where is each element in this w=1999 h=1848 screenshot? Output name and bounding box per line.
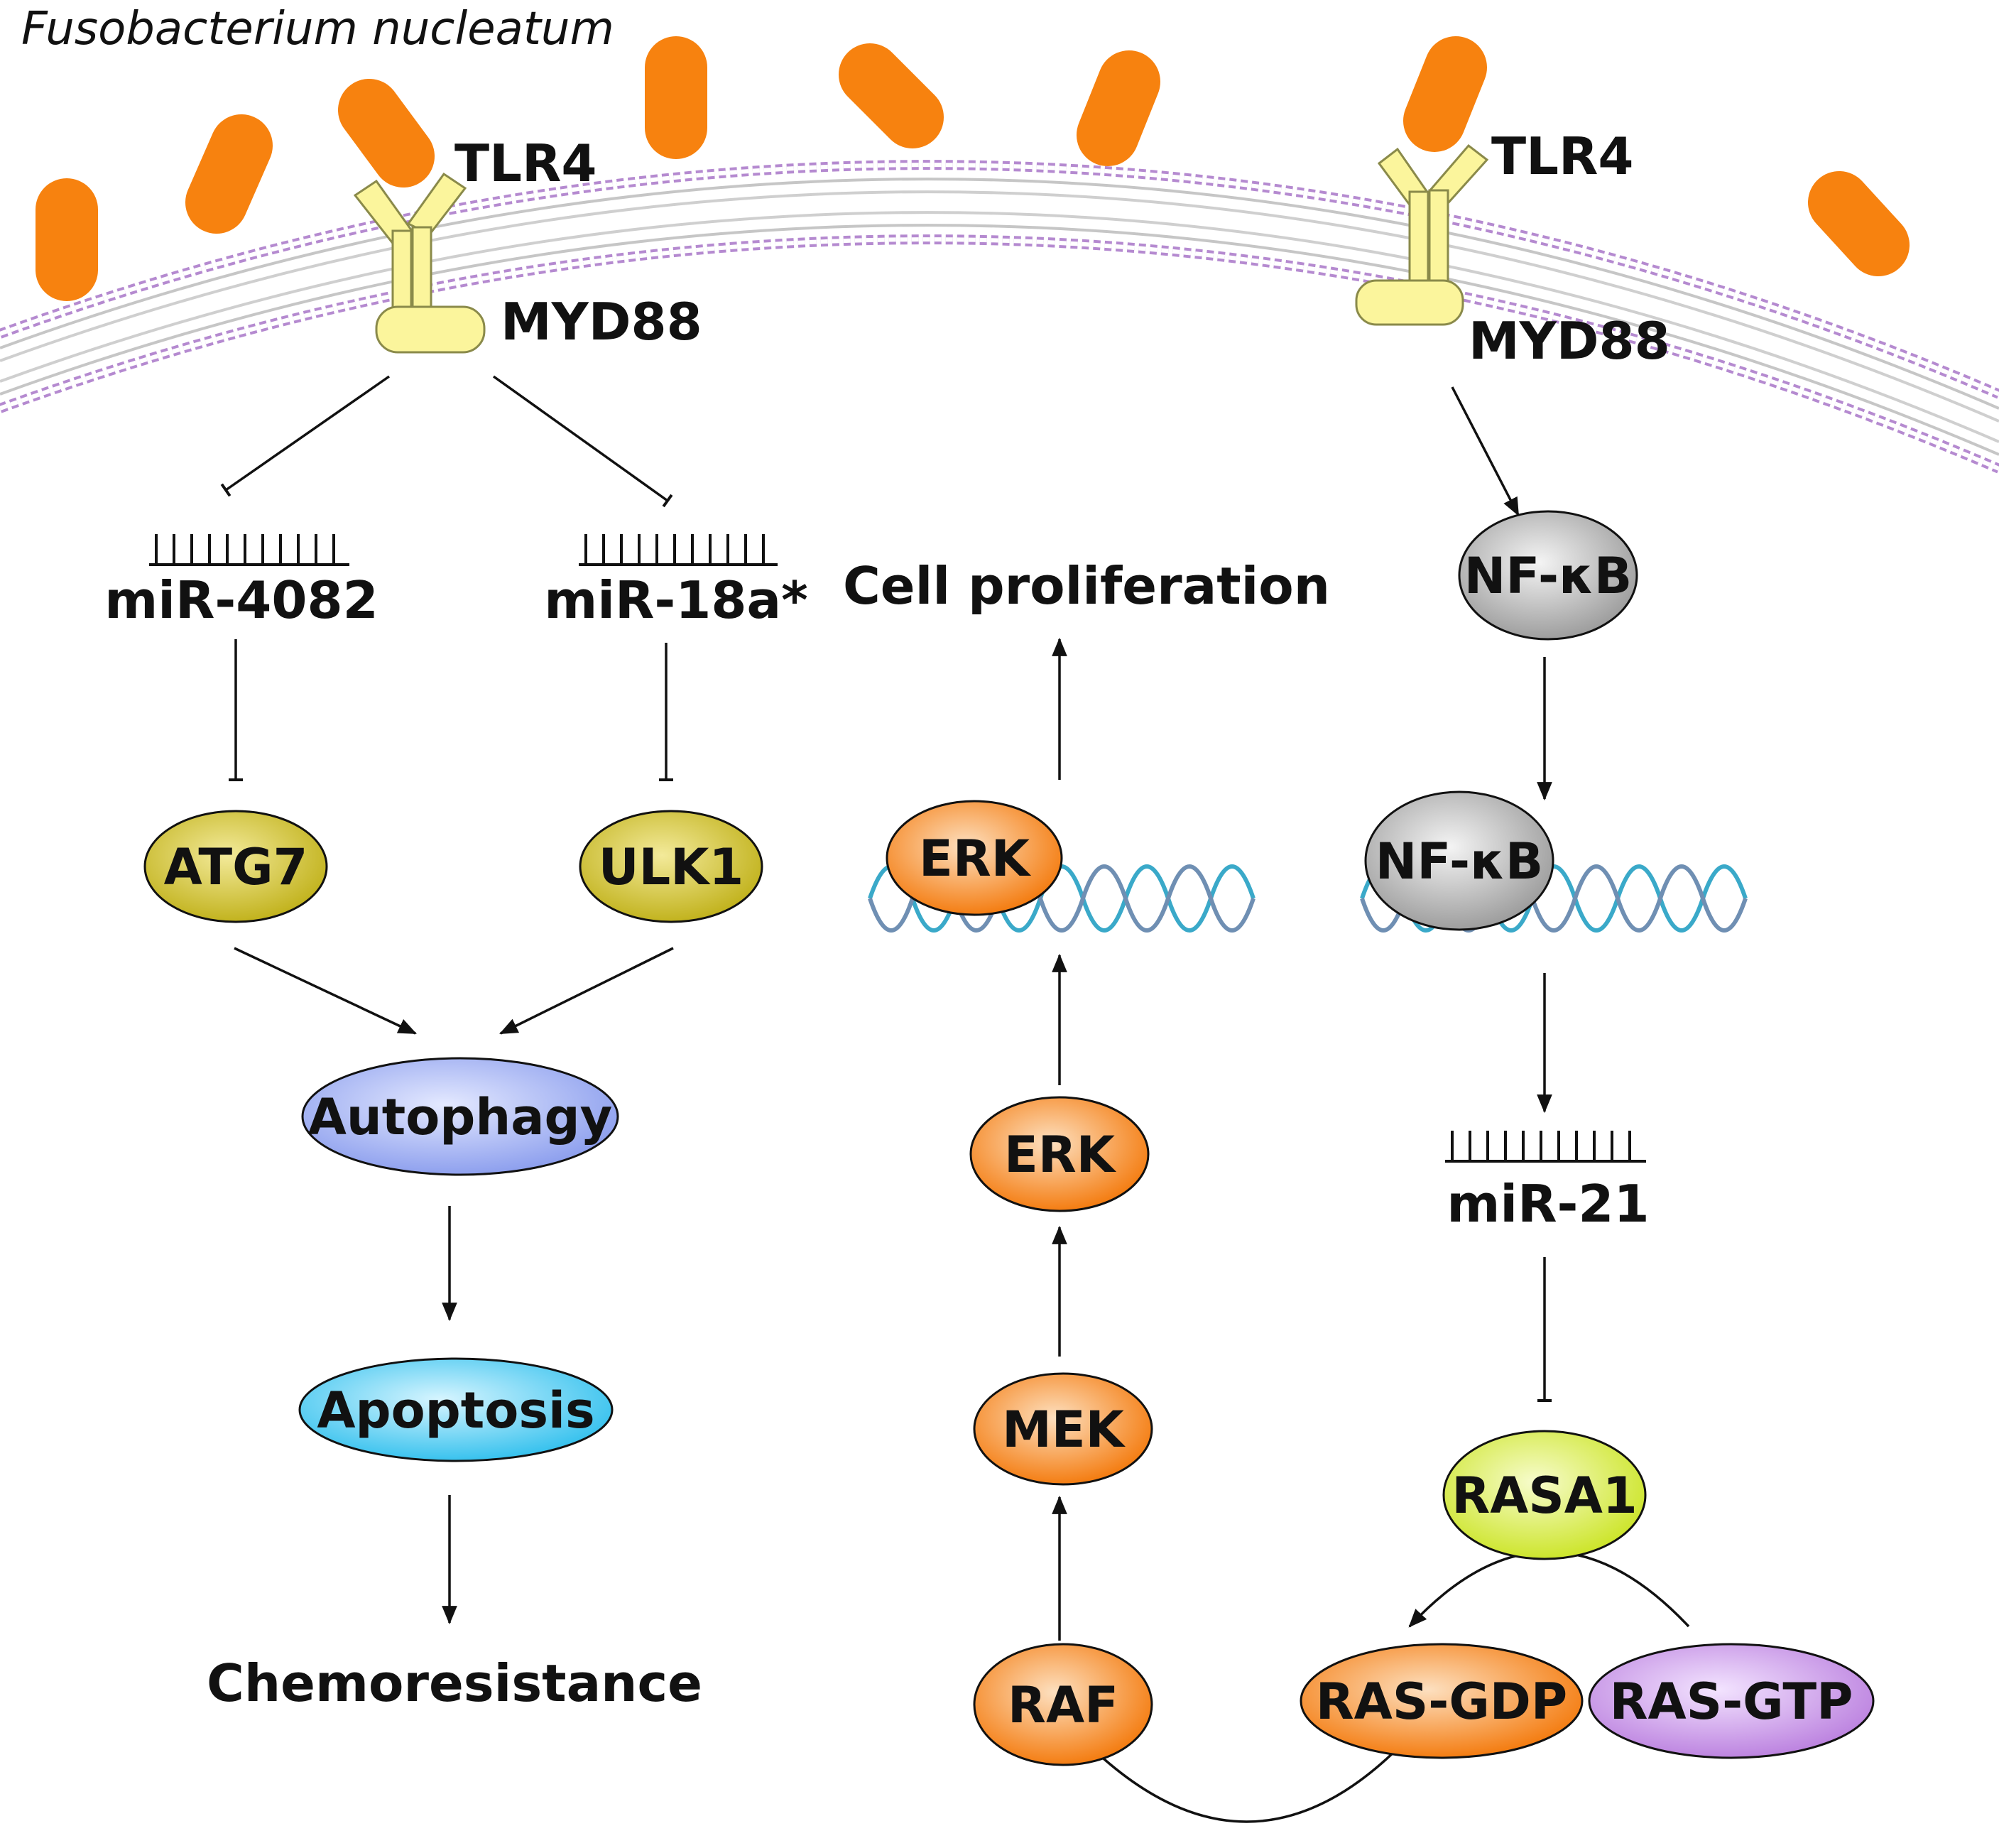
cell-membrane bbox=[0, 160, 1999, 474]
node-rasa1: RASA1 bbox=[1442, 1430, 1647, 1560]
node-erk: ERK bbox=[969, 1096, 1150, 1212]
myd88-label-left: MYD88 bbox=[501, 292, 702, 352]
edge-rasgtp-rasgdp bbox=[1408, 1550, 1690, 1628]
node-atg7: ATG7 bbox=[143, 810, 328, 923]
myd88-label-right: MYD88 bbox=[1469, 311, 1670, 371]
rasa1-label: RASA1 bbox=[1451, 1467, 1637, 1525]
mir21-label: miR-21 bbox=[1447, 1174, 1649, 1234]
ras-gdp-label: RAS-GDP bbox=[1316, 1673, 1567, 1731]
edge-ulk1-autophagy bbox=[499, 947, 674, 1035]
mir4082-label: miR-4082 bbox=[104, 570, 378, 630]
mirna-glyph-4082 bbox=[149, 534, 349, 566]
node-erk-nuclear: ERK bbox=[886, 800, 1063, 916]
mirna-glyph-18a bbox=[579, 534, 778, 566]
ulk1-label: ULK1 bbox=[599, 838, 744, 896]
atg7-label: ATG7 bbox=[164, 838, 308, 896]
raf-label: RAF bbox=[1008, 1676, 1118, 1734]
edge-myd88-nfkb bbox=[1451, 386, 1520, 516]
erk-nuclear-label: ERK bbox=[919, 830, 1032, 888]
nfkb-cyto-label: NF-κB bbox=[1464, 547, 1632, 605]
edge-myd88-mir4082 bbox=[220, 375, 390, 497]
mek-label: MEK bbox=[1002, 1401, 1126, 1459]
node-ras-gdp: RAS-GDP bbox=[1300, 1643, 1584, 1759]
node-autophagy: Autophagy bbox=[301, 1057, 619, 1176]
mir18a-label: miR-18a* bbox=[544, 570, 807, 630]
node-nfkb-nuclear: NF-κB bbox=[1364, 790, 1554, 931]
ras-gtp-label: RAS-GTP bbox=[1610, 1673, 1853, 1731]
organism-title: Fusobacterium nucleatum bbox=[21, 3, 614, 55]
nfkb-nuclear-label: NF-κB bbox=[1376, 832, 1543, 891]
node-apoptosis: Apoptosis bbox=[298, 1357, 614, 1462]
node-nfkb-cyto: NF-κB bbox=[1458, 510, 1638, 641]
node-ras-gtp: RAS-GTP bbox=[1588, 1643, 1875, 1759]
mirna-glyph-21 bbox=[1445, 1131, 1646, 1163]
node-mek: MEK bbox=[973, 1372, 1153, 1486]
autophagy-label: Autophagy bbox=[308, 1088, 612, 1146]
edge-myd88-mir18a bbox=[492, 375, 673, 508]
erk-label: ERK bbox=[1004, 1126, 1117, 1184]
bacteria bbox=[36, 36, 1910, 301]
node-ulk1: ULK1 bbox=[579, 810, 763, 923]
tlr4-receptor-left bbox=[353, 172, 486, 354]
node-raf: RAF bbox=[973, 1643, 1153, 1766]
edge-atg7-autophagy bbox=[234, 947, 417, 1035]
tlr4-receptor-right bbox=[1355, 143, 1489, 326]
cell-proliferation-label: Cell proliferation bbox=[843, 556, 1330, 616]
tlr4-label-left: TLR4 bbox=[454, 134, 597, 193]
pathway-edges bbox=[220, 375, 1690, 1823]
apoptosis-label: Apoptosis bbox=[317, 1381, 594, 1440]
tlr4-label-right: TLR4 bbox=[1491, 126, 1634, 186]
chemoresistance-label: Chemoresistance bbox=[207, 1653, 702, 1713]
edge-rasgdp-raf bbox=[1065, 1721, 1399, 1823]
